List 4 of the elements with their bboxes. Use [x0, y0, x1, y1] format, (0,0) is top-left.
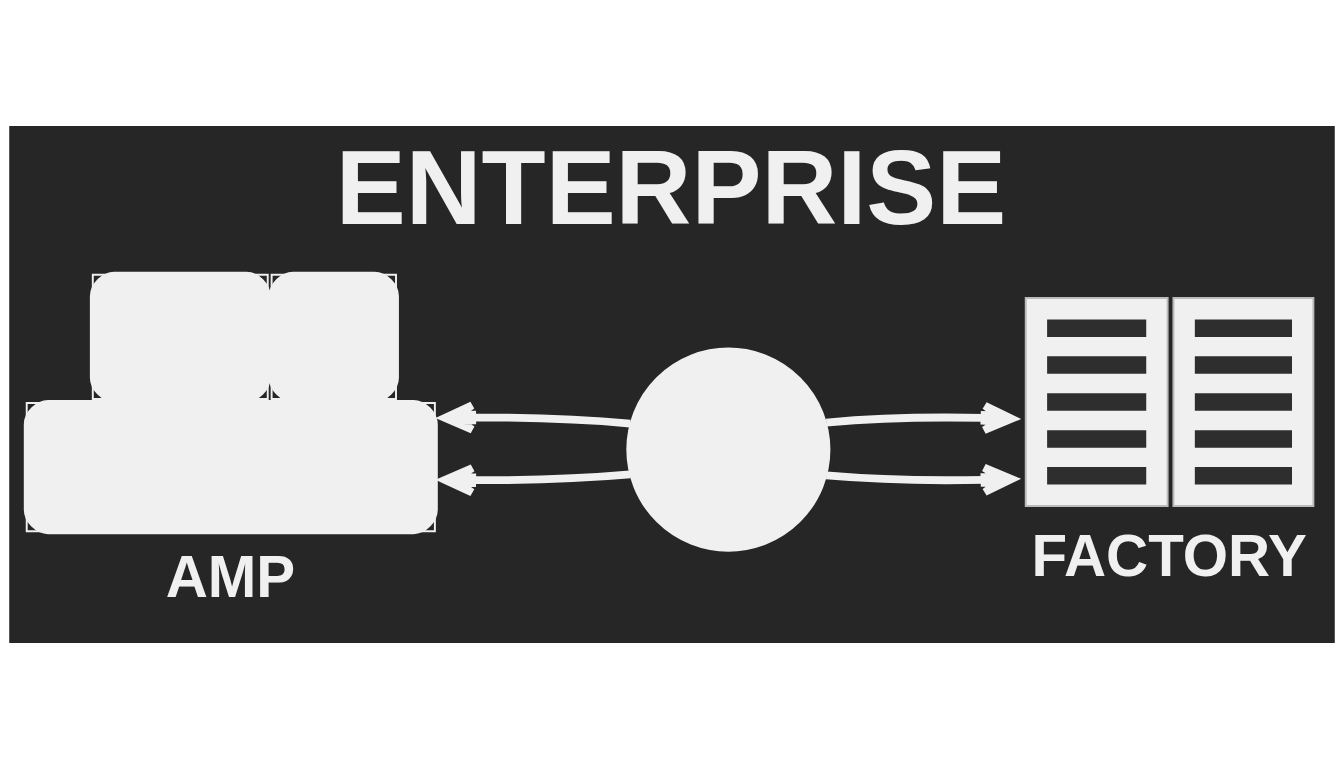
node-label: FACTORY	[1031, 522, 1307, 588]
node-circle	[626, 347, 831, 552]
diagram-title: ENTERPRISE	[335, 128, 1007, 246]
node-label: AMP	[165, 543, 296, 609]
